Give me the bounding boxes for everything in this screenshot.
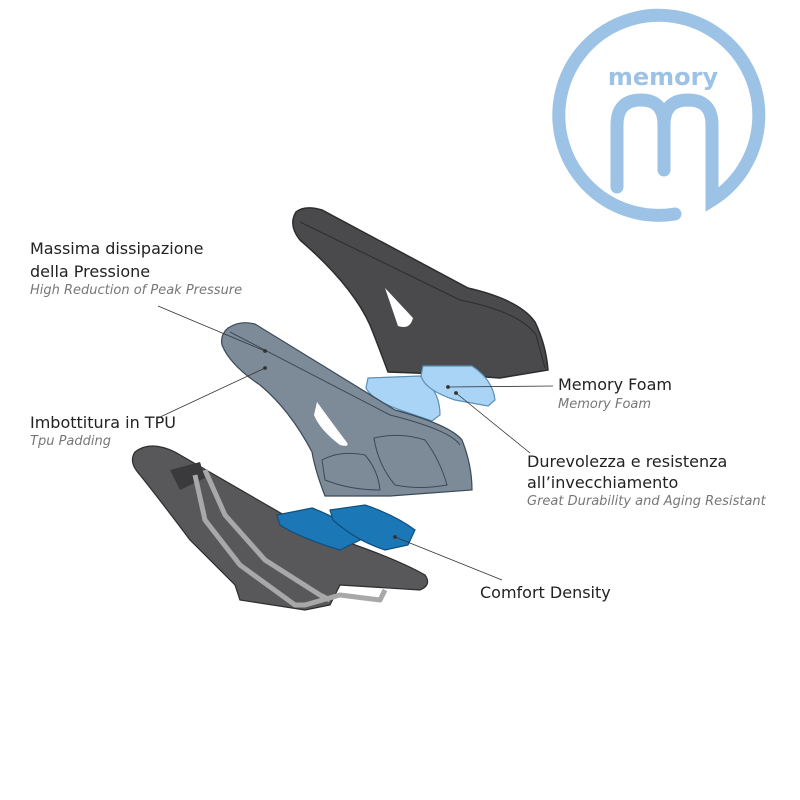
logo-text: memory xyxy=(608,63,719,91)
base-shell xyxy=(131,445,429,611)
top-cover xyxy=(292,207,549,379)
pressure-label-en: High Reduction of Peak Pressure xyxy=(30,283,243,298)
rails xyxy=(192,468,388,608)
leader-lines xyxy=(157,305,554,581)
comfort-density-pads xyxy=(276,504,416,551)
tpu-label: Imbottitura in TPU xyxy=(30,413,176,432)
memory-foam-label-en: Memory Foam xyxy=(558,397,652,412)
durability-label-en: Great Durability and Aging Resistant xyxy=(527,494,766,509)
comfort-density-label: Comfort Density xyxy=(480,583,611,602)
memory-logo xyxy=(552,8,766,222)
durability-label-line1: Durevolezza e resistenza xyxy=(527,452,728,471)
tpu-padding xyxy=(221,322,473,497)
memory-foam-label: Memory Foam xyxy=(558,375,672,394)
pressure-label-line1: Massima dissipazione xyxy=(30,239,204,258)
durability-label-line2: all’invecchiamento xyxy=(527,473,679,492)
tpu-label-en: Tpu Padding xyxy=(30,434,111,449)
memory-foam-pads xyxy=(365,365,496,422)
pressure-label-line2: della Pressione xyxy=(30,262,151,281)
